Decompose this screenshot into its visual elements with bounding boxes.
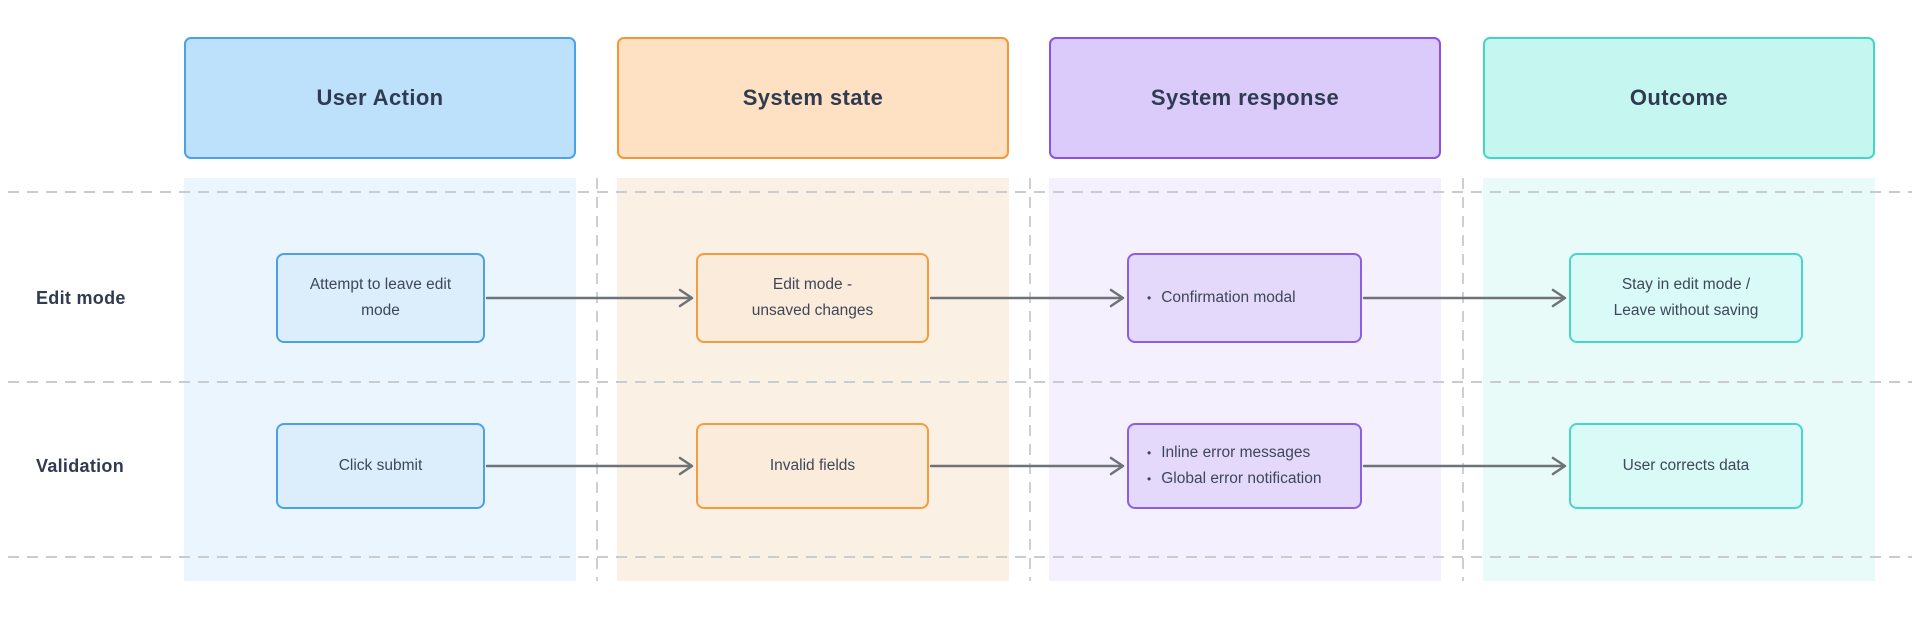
node-text-line: User corrects data (1622, 457, 1750, 474)
node-text-line: Leave without saving (1613, 302, 1759, 319)
arrow-row2-1[interactable] (485, 454, 695, 478)
node-text-line: Edit mode - (772, 276, 853, 293)
arrow-row1-1[interactable] (485, 286, 695, 310)
node-confirmation-modal[interactable]: Confirmation modal (1127, 253, 1362, 343)
row-divider-top (8, 191, 1912, 193)
arrow-row2-2[interactable] (929, 454, 1126, 478)
column-divider-2 (1029, 178, 1031, 581)
node-error-messages[interactable]: Inline error messages Global error notif… (1127, 423, 1362, 509)
node-invalid-fields[interactable]: Invalid fields (696, 423, 929, 509)
node-text-line: mode (361, 302, 400, 319)
column-header-user-action[interactable]: User Action (184, 37, 576, 159)
arrow-row2-3[interactable] (1362, 454, 1568, 478)
column-header-label: System response (1150, 85, 1340, 110)
node-text-line: Stay in edit mode / (1621, 276, 1751, 293)
column-header-system-state[interactable]: System state (617, 37, 1009, 159)
node-user-corrects-data[interactable]: User corrects data (1569, 423, 1803, 509)
lane-outcome (1483, 178, 1875, 581)
row-label-validation: Validation (36, 456, 125, 476)
arrow-row1-2[interactable] (929, 286, 1126, 310)
node-text-line: Click submit (338, 457, 423, 474)
lane-system-response (1049, 178, 1441, 581)
column-header-label: Outcome (1629, 85, 1729, 110)
column-header-system-response[interactable]: System response (1049, 37, 1441, 159)
row-divider-bottom (8, 556, 1912, 558)
bullet-item: Inline error messages (1147, 440, 1310, 466)
bullet-item: Confirmation modal (1147, 285, 1295, 311)
column-header-outcome[interactable]: Outcome (1483, 37, 1875, 159)
row-divider-middle (8, 381, 1912, 383)
node-attempt-leave-edit-mode[interactable]: Attempt to leave edit mode (276, 253, 485, 343)
node-stay-or-leave[interactable]: Stay in edit mode / Leave without saving (1569, 253, 1803, 343)
column-divider-3 (1462, 178, 1464, 581)
node-edit-mode-unsaved-changes[interactable]: Edit mode - unsaved changes (696, 253, 929, 343)
node-text-line: Attempt to leave edit (309, 276, 452, 293)
column-divider-1 (596, 178, 598, 581)
arrow-row1-3[interactable] (1362, 286, 1568, 310)
node-text-line: Invalid fields (769, 457, 856, 474)
lane-user-action (184, 178, 576, 581)
lane-system-state (617, 178, 1009, 581)
column-header-label: System state (742, 85, 884, 110)
node-click-submit[interactable]: Click submit (276, 423, 485, 509)
row-label-edit-mode: Edit mode (36, 288, 126, 308)
column-header-label: User Action (316, 85, 444, 110)
bullet-item: Global error notification (1147, 466, 1321, 492)
node-text-line: unsaved changes (751, 302, 874, 319)
